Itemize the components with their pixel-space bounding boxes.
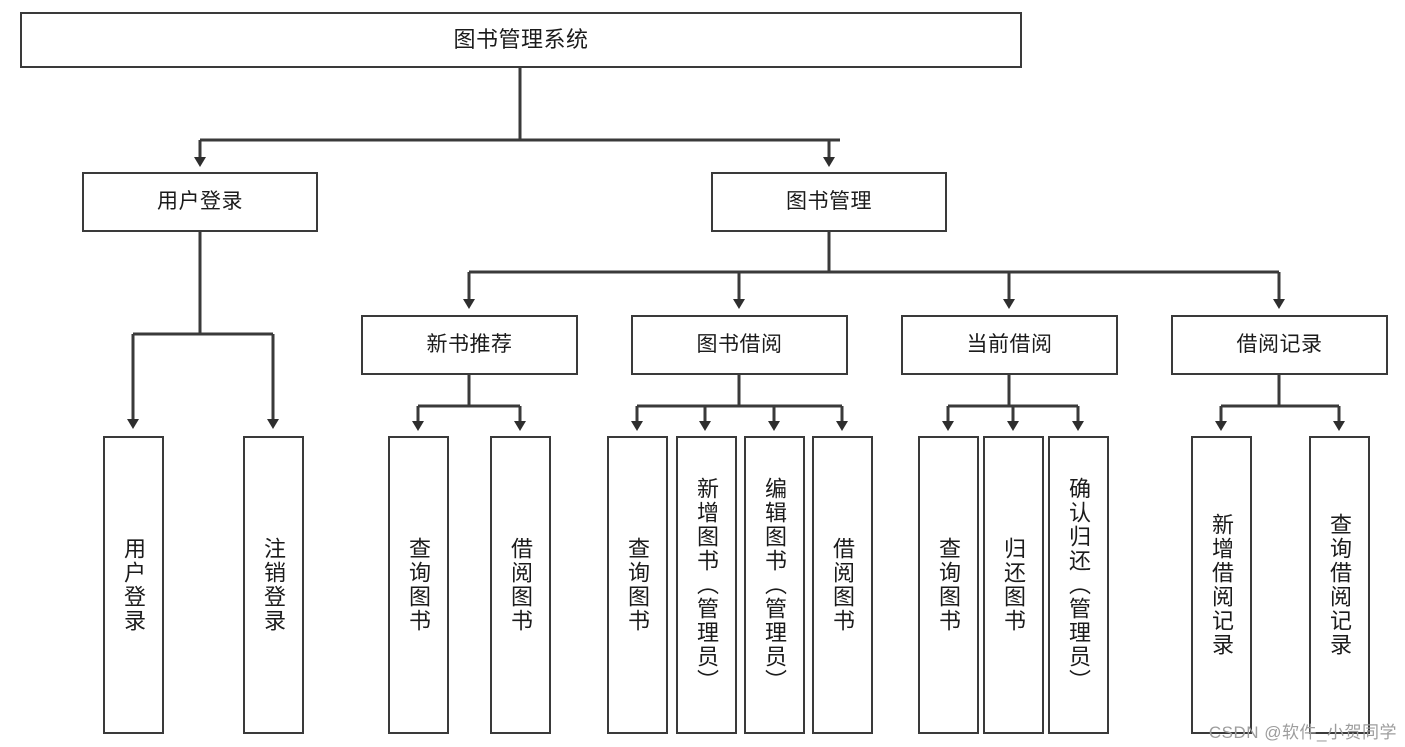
node-leaf-query-book-3-label: 查询图书 [936,537,962,633]
node-leaf-query-book-3[interactable]: 查询图书 [918,436,979,734]
node-leaf-confirm-return-label: 确认归还（管理员） [1066,477,1092,693]
node-root[interactable]: 图书管理系统 [20,12,1022,68]
node-book-manage-label: 图书管理 [786,189,872,213]
node-leaf-borrow-book-2-label: 借阅图书 [830,537,856,633]
node-leaf-add-book[interactable]: 新增图书（管理员） [676,436,737,734]
node-leaf-query-book-2-label: 查询图书 [625,537,651,633]
node-leaf-edit-book[interactable]: 编辑图书（管理员） [744,436,805,734]
node-book-manage[interactable]: 图书管理 [711,172,947,232]
node-leaf-confirm-return[interactable]: 确认归还（管理员） [1048,436,1109,734]
node-leaf-user-login-label: 用户登录 [121,537,147,633]
watermark: CSDN @软件_小贺同学 [1208,723,1397,742]
node-leaf-return-book-label: 归还图书 [1001,537,1027,633]
node-leaf-query-book-1[interactable]: 查询图书 [388,436,449,734]
node-book-borrow[interactable]: 图书借阅 [631,315,848,375]
node-current-borrow-label: 当前借阅 [966,332,1053,356]
node-leaf-add-record[interactable]: 新增借阅记录 [1191,436,1252,734]
node-leaf-user-logout-label: 注销登录 [261,537,287,633]
node-user-login-label: 用户登录 [157,189,243,213]
node-leaf-borrow-book-1[interactable]: 借阅图书 [490,436,551,734]
node-leaf-query-record-label: 查询借阅记录 [1327,513,1353,657]
node-leaf-return-book[interactable]: 归还图书 [983,436,1044,734]
node-leaf-user-logout[interactable]: 注销登录 [243,436,304,734]
node-new-book-recommend[interactable]: 新书推荐 [361,315,578,375]
node-leaf-borrow-book-1-label: 借阅图书 [508,537,534,633]
node-user-login[interactable]: 用户登录 [82,172,318,232]
node-leaf-query-book-1-label: 查询图书 [406,537,432,633]
node-root-label: 图书管理系统 [453,27,589,53]
node-leaf-user-login[interactable]: 用户登录 [103,436,164,734]
node-leaf-borrow-book-2[interactable]: 借阅图书 [812,436,873,734]
node-borrow-record[interactable]: 借阅记录 [1171,315,1388,375]
node-book-borrow-label: 图书借阅 [696,332,783,356]
node-leaf-edit-book-label: 编辑图书（管理员） [762,477,788,693]
node-leaf-add-book-label: 新增图书（管理员） [694,477,720,693]
node-leaf-query-record[interactable]: 查询借阅记录 [1309,436,1370,734]
node-leaf-query-book-2[interactable]: 查询图书 [607,436,668,734]
node-borrow-record-label: 借阅记录 [1236,332,1323,356]
node-new-book-recommend-label: 新书推荐 [426,332,513,356]
node-current-borrow[interactable]: 当前借阅 [901,315,1118,375]
node-leaf-add-record-label: 新增借阅记录 [1209,513,1235,657]
